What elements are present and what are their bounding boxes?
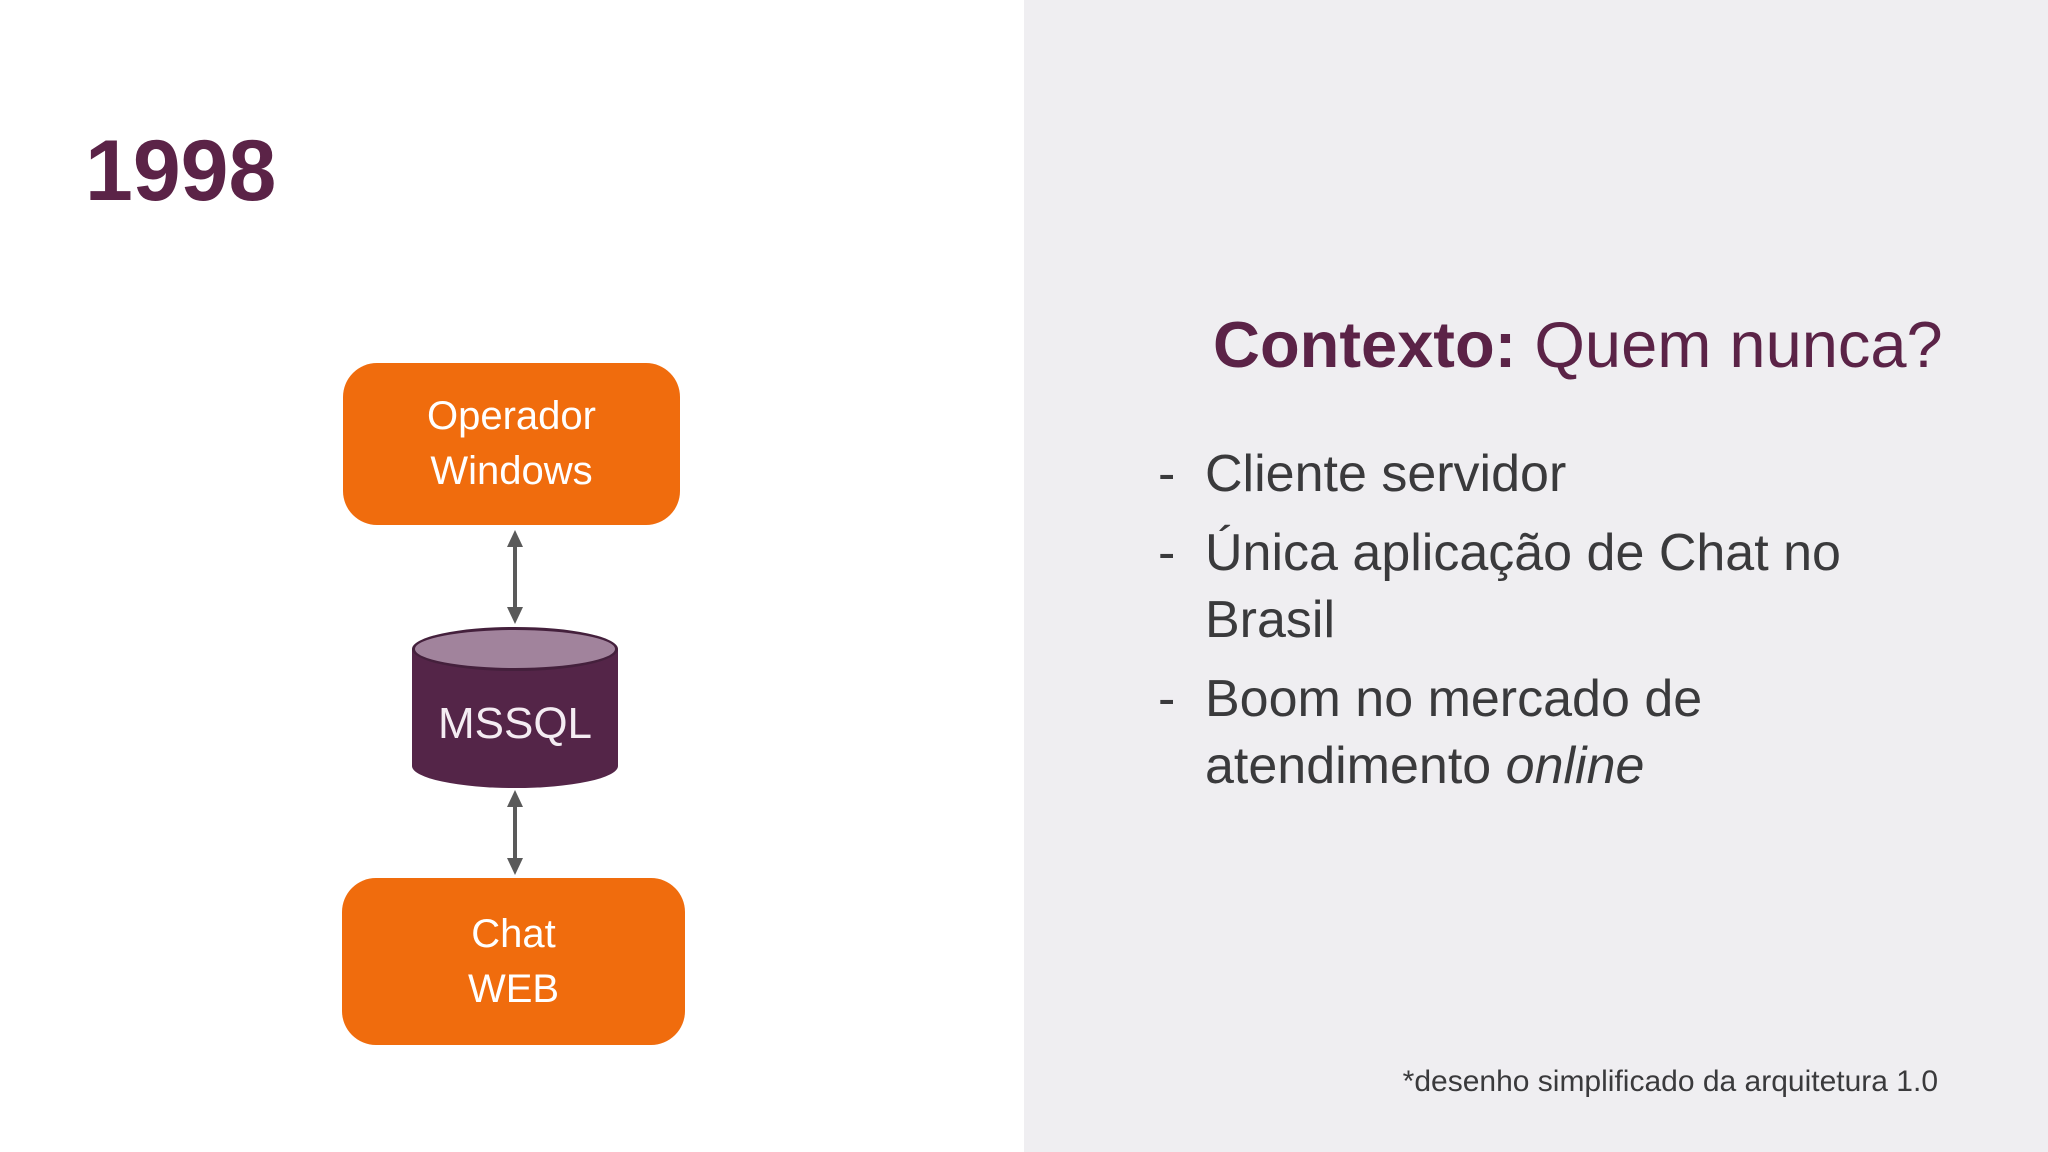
database-cylinder-top [412,627,618,671]
vertical-double-arrow-icon [507,530,523,624]
list-item-text: Única aplicação de Chat no Brasil [1205,524,1841,649]
node-chat-web: Chat WEB [342,878,685,1045]
node-label-line: Chat [471,911,556,956]
left-panel: 1998 Operador Windows MSSQL [85,123,685,1045]
bullet-dash: - [1158,445,1176,503]
list-item: - Única aplicação de Chat no Brasil [1158,520,1958,654]
node-operador-windows: Operador Windows [343,363,680,525]
database-cylinder-body: MSSQL [412,649,618,788]
node-mssql-database: MSSQL [412,627,618,788]
heading-regular-part: Quem nunca? [1516,308,1943,381]
list-item-text: Cliente servidor [1205,445,1567,503]
node-label-line: WEB [467,966,560,1011]
node-label: MSSQL [437,698,593,748]
context-bullet-list: - Cliente servidor - Única aplicação de … [1158,441,1958,812]
bullet-dash: - [1158,524,1176,582]
node-label-line: Operador [427,394,596,438]
year-title: 1998 [85,123,277,219]
list-item: - Cliente servidor [1158,441,1958,508]
context-heading: Contexto: Quem nunca? [1213,306,1943,384]
footnote: *desenho simplificado da arquitetura 1.0 [1402,1065,1938,1098]
right-panel: Contexto: Quem nunca? - Cliente servidor… [1024,0,2048,1152]
vertical-double-arrow-icon [507,790,523,875]
bullet-dash: - [1158,670,1176,728]
node-label-line: Windows [430,449,593,493]
list-item-text: Boom no mercado de atendimento online [1205,670,1703,795]
list-item: - Boom no mercado de atendimento online [1158,666,1958,800]
heading-bold-part: Contexto: [1213,308,1517,381]
